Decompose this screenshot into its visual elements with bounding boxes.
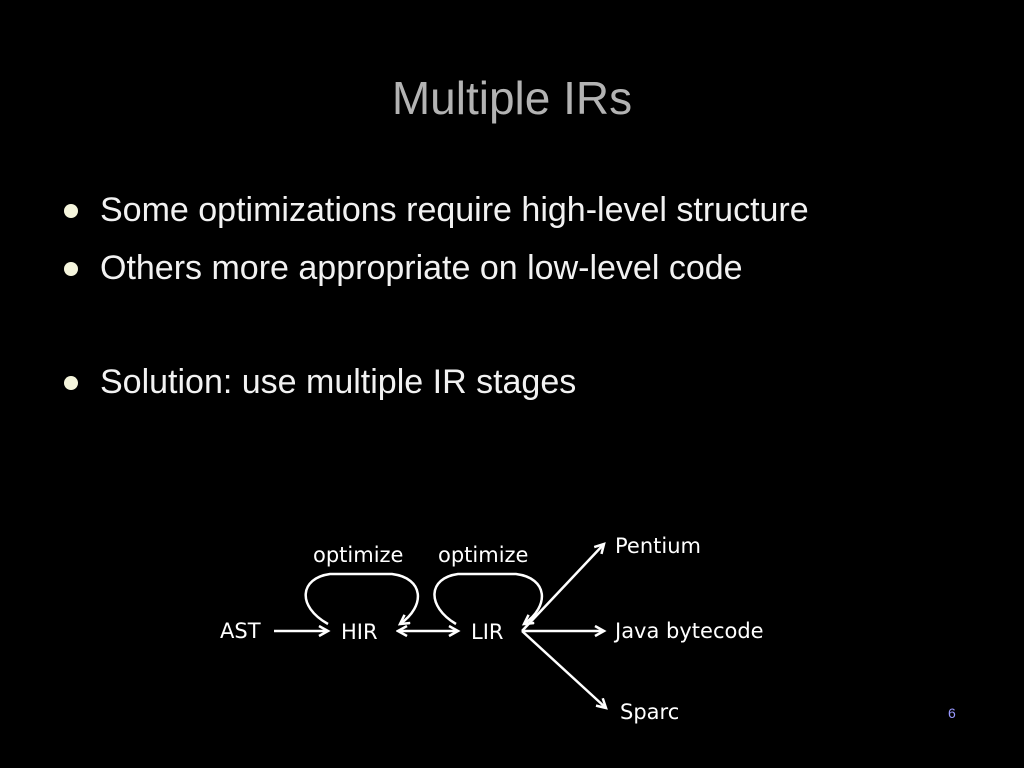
lir-node: LIR (471, 620, 504, 644)
pentium-node: Pentium (615, 534, 701, 558)
lir-optimize-loop (433, 572, 543, 624)
bullet-text: Others more appropriate on low-level cod… (100, 249, 743, 287)
hir-node: HIR (341, 620, 378, 644)
slide-title: Multiple IRs (391, 72, 633, 124)
page-number: 6 (948, 705, 956, 721)
lir-optimize-label: optimize (438, 543, 529, 567)
bullet-dot-icon (64, 262, 78, 276)
bullet-dot-icon (64, 376, 78, 390)
ast-node: AST (220, 619, 261, 643)
lir-to-pentium-arrow (521, 544, 604, 632)
bullet-text: Solution: use multiple IR stages (100, 363, 577, 401)
lir-to-sparc-arrow (521, 630, 606, 708)
bullet-dot-icon (64, 204, 78, 218)
hir-optimize-label: optimize (313, 543, 404, 567)
hir-optimize-loop (304, 572, 419, 624)
sparc-node: Sparc (620, 700, 680, 724)
java-bytecode-node: Java bytecode (615, 619, 764, 643)
bullet-text: Some optimizations require high-level st… (100, 191, 809, 229)
